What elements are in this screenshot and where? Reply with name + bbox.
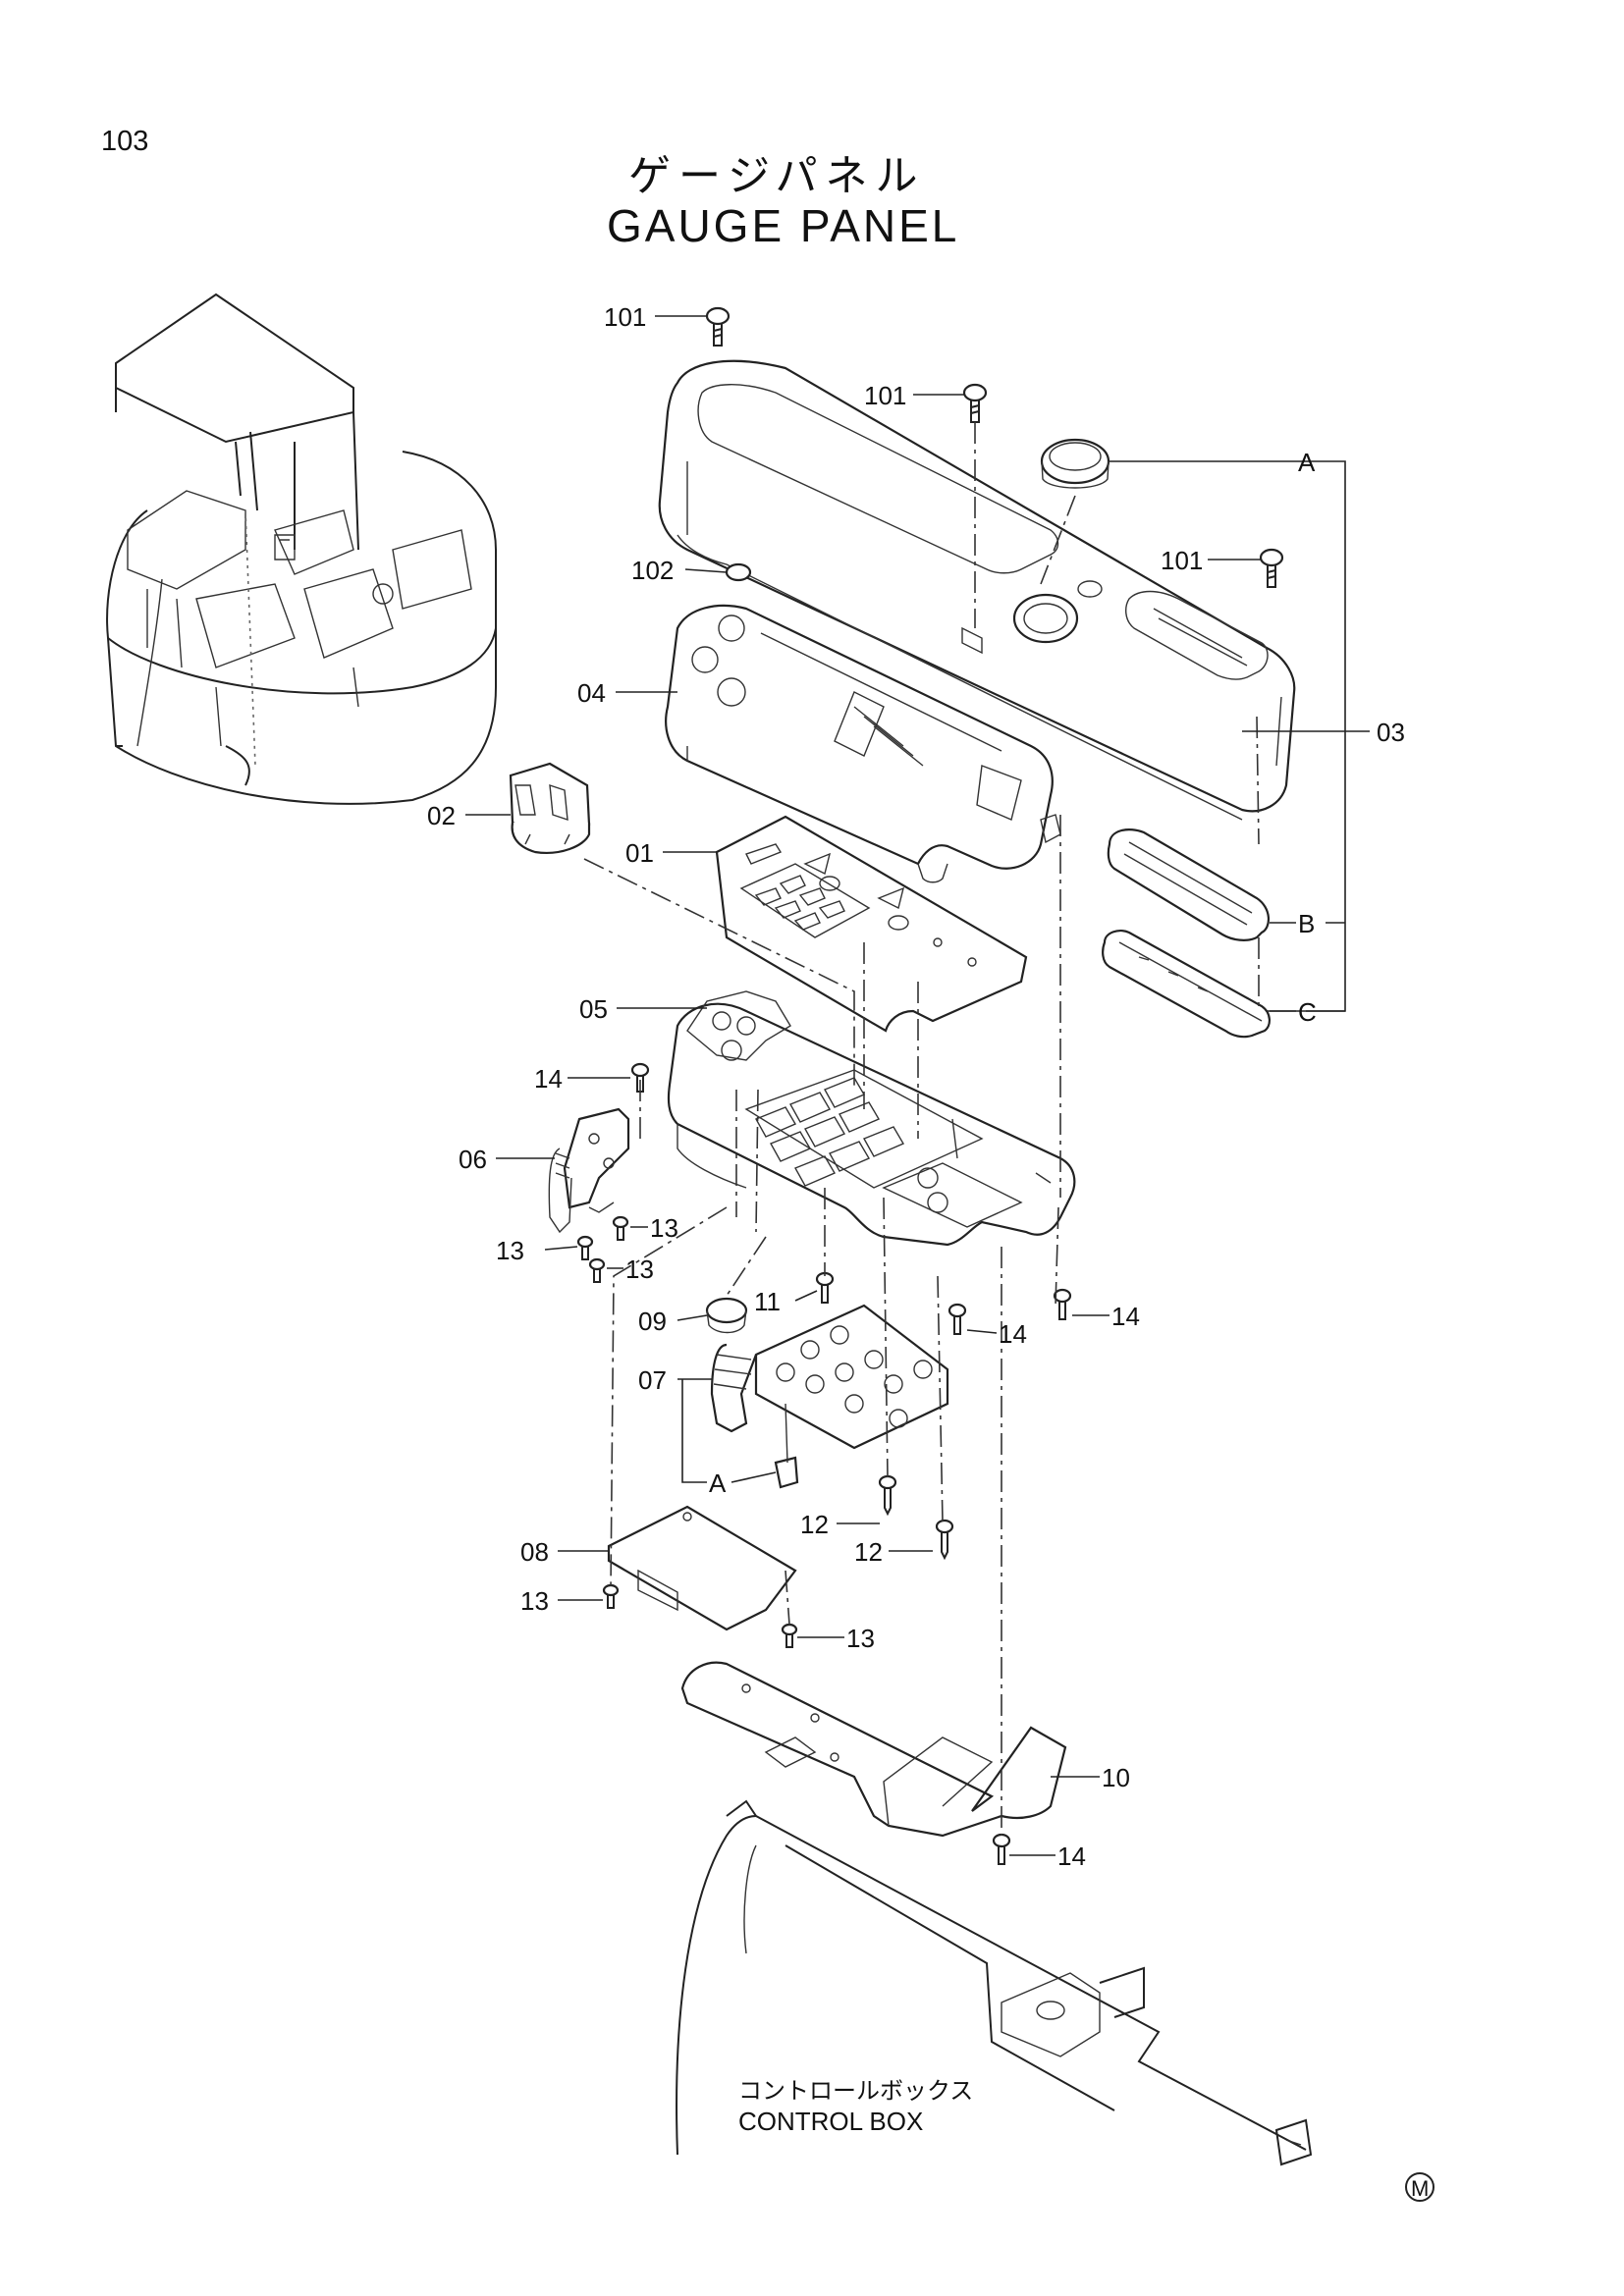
mark-letter: M [1411, 2176, 1429, 2201]
callout-01: 01 [625, 838, 654, 868]
callout-06: 06 [459, 1145, 487, 1174]
callout-labels: 101 101 101 102 04 A 03 02 01 B C 05 14 … [427, 302, 1405, 1871]
callout-03: 03 [1377, 718, 1405, 747]
control-box-outline [676, 1799, 1313, 2166]
part-c-bracket [1102, 929, 1271, 1039]
part-09-cap [705, 1297, 748, 1334]
callout-14: 14 [1057, 1842, 1086, 1871]
part-a-grommet [1040, 438, 1110, 489]
part-04-panel-cover [665, 604, 1061, 883]
part-06-bracket [548, 1107, 630, 1234]
callout-a: A [1298, 448, 1316, 477]
circled-m-mark: M [1405, 2172, 1435, 2202]
machine-overview-illustration [106, 293, 497, 805]
callout-07: 07 [638, 1365, 667, 1395]
callout-14: 14 [999, 1319, 1027, 1349]
callout-c: C [1298, 997, 1317, 1027]
callout-14: 14 [1111, 1302, 1140, 1331]
assembly-lines [583, 422, 1260, 1836]
part-101-screws [705, 306, 1284, 588]
callout-08: 08 [520, 1537, 549, 1567]
callout-13: 13 [496, 1236, 524, 1265]
callout-b: B [1298, 909, 1315, 938]
callout-a-detail: A [709, 1468, 727, 1498]
callout-12: 12 [800, 1510, 829, 1539]
callout-09: 09 [638, 1307, 667, 1336]
part-01-label-sheet [715, 815, 1028, 1033]
part-03-cover [658, 359, 1296, 821]
title-japanese: ゲージパネル [628, 152, 926, 201]
part-08-plate [607, 1505, 797, 1631]
control-box-caption: CONTROL BOX [738, 2107, 923, 2136]
callout-12: 12 [854, 1537, 883, 1567]
leader-lines [465, 315, 1370, 1856]
callout-102: 102 [631, 556, 674, 585]
part-07-circuit-board [710, 1304, 949, 1489]
page-number: 103 [101, 126, 149, 157]
callout-13: 13 [520, 1586, 549, 1616]
callout-05: 05 [579, 994, 608, 1024]
part-10-bottom-cover [680, 1661, 1067, 1838]
part-102-o-ring [725, 562, 752, 582]
callout-101: 101 [864, 381, 906, 410]
callout-101: 101 [604, 302, 646, 332]
callout-13: 13 [846, 1624, 875, 1653]
callout-04: 04 [577, 678, 606, 708]
part-05-case [667, 990, 1076, 1247]
control-box-caption-jp: コントロールボックス [738, 2077, 973, 2105]
page-title: GAUGE PANEL [607, 200, 960, 251]
callout-10: 10 [1102, 1763, 1130, 1792]
part-b-bezel [1107, 828, 1270, 941]
callout-11: 11 [754, 1287, 781, 1316]
callout-14: 14 [534, 1064, 563, 1094]
callout-02: 02 [427, 801, 456, 830]
part-02-buzzer [509, 762, 591, 854]
callout-13: 13 [625, 1255, 654, 1284]
callout-13: 13 [650, 1213, 678, 1243]
callout-101: 101 [1161, 546, 1203, 575]
